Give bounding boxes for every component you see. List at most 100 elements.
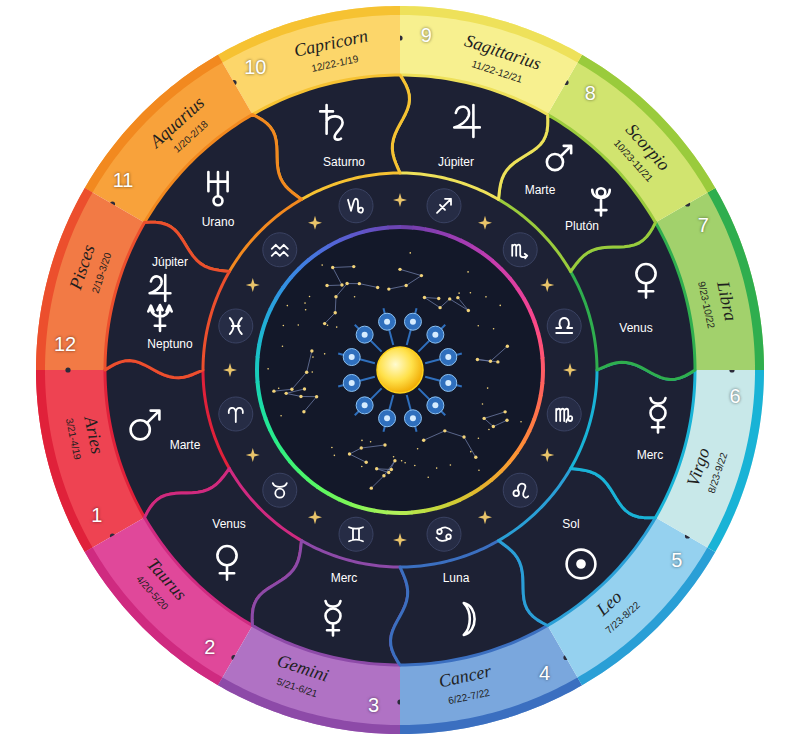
constellation-line — [424, 297, 468, 310]
star-dot — [404, 284, 407, 287]
planet-segment: Júpiter — [389, 72, 551, 203]
star-dot — [485, 296, 487, 298]
rainbow-arc — [411, 509, 425, 515]
sun-spoke — [355, 388, 382, 415]
planet-symbol — [217, 546, 236, 580]
star-dot — [476, 358, 479, 361]
segment-shape — [567, 359, 698, 521]
zodiac-glyph-stroke — [348, 199, 363, 213]
shape-group — [252, 541, 407, 665]
planet-name: Júpiter — [438, 156, 474, 168]
segment-fill — [105, 222, 229, 377]
planet-name: Júpiter — [152, 256, 188, 268]
zodiac-glyph — [273, 483, 287, 498]
rainbow-arc — [255, 381, 261, 395]
rainbow-arc — [349, 502, 363, 510]
planet-symbol-stroke — [214, 196, 223, 205]
star-dot — [331, 447, 333, 449]
zodiac-glyph-stroke — [436, 527, 451, 540]
segment-fill — [392, 75, 547, 199]
gold-star — [223, 363, 237, 377]
element-drop — [362, 332, 368, 338]
star-dot — [458, 292, 460, 294]
star-dot — [492, 425, 495, 428]
rainbow-arc — [447, 498, 461, 507]
star-dot — [282, 345, 284, 347]
sun-spoke — [355, 325, 382, 352]
star-dot — [496, 360, 499, 363]
planet-symbol-stroke — [150, 275, 171, 301]
planet-name: Saturno — [323, 156, 365, 168]
gold-star — [246, 448, 260, 462]
rainbow-arc — [260, 319, 268, 333]
house-number: 1 — [91, 505, 102, 525]
planet-symbol-stroke — [220, 565, 234, 579]
zodiac-glyph-stroke — [275, 489, 284, 498]
planet-symbol-stroke — [567, 550, 596, 579]
rainbow-arc — [532, 406, 540, 420]
star-dot — [352, 265, 355, 268]
star-dot — [437, 297, 440, 300]
element-drop — [432, 402, 438, 408]
star-dot — [302, 410, 305, 413]
star-dot — [327, 324, 329, 326]
rainbow-arc — [540, 357, 545, 371]
rainbow-arc — [424, 227, 438, 234]
star-dot — [505, 419, 508, 422]
rainbow-ring — [255, 225, 545, 515]
star-dot — [354, 296, 356, 298]
element-drop — [362, 402, 368, 408]
segment-shape — [249, 537, 411, 668]
star-dot — [423, 296, 426, 299]
planet-symbol-stroke — [639, 283, 653, 297]
star-dot — [284, 392, 287, 395]
element-disc — [379, 410, 396, 427]
house-number: 10 — [244, 57, 266, 77]
planet-name: Venus — [212, 518, 245, 530]
rainbow-arc — [263, 417, 272, 431]
zodiac-glyph — [513, 484, 528, 498]
constellation-line — [327, 267, 354, 286]
planet-symbol — [148, 305, 171, 331]
rainbow-arc — [257, 331, 264, 345]
glyph-disc — [503, 473, 537, 507]
sky-disc — [257, 227, 543, 513]
house-number: 2 — [204, 637, 215, 657]
star-dot — [482, 403, 484, 405]
zodiac-glyph-stroke — [518, 484, 528, 498]
constellation-line — [477, 346, 507, 362]
star-dot — [393, 456, 395, 458]
segment-fill — [252, 541, 407, 665]
star-dot — [323, 322, 326, 325]
rainbow-arc — [257, 394, 264, 408]
zodiac-glyph-stroke — [230, 318, 242, 334]
star-dot — [358, 282, 361, 285]
sun-disc — [377, 347, 423, 393]
planet-symbol — [150, 275, 171, 301]
star-dot — [482, 417, 485, 420]
star-dot — [493, 328, 495, 330]
glyph-disc — [219, 397, 253, 431]
gold-star — [478, 216, 492, 230]
star-dot — [487, 387, 489, 389]
planet-segment: Merc — [249, 537, 411, 668]
star-dot — [348, 452, 351, 455]
star-dot — [520, 421, 522, 423]
star-dot — [390, 468, 393, 471]
star-dot — [438, 306, 441, 309]
zodiac-glyph-ring — [219, 189, 581, 551]
planet-name: Plutón — [565, 220, 599, 232]
zodiac-glyph-stroke — [229, 408, 243, 422]
element-disc — [440, 374, 457, 391]
gold-star — [540, 278, 554, 292]
star-dot — [401, 460, 403, 462]
zodiac-glyph-stroke — [272, 245, 288, 256]
star-dot — [376, 286, 379, 289]
glyph-disc — [339, 189, 373, 223]
star-dot — [404, 462, 406, 464]
zodiac-glyph — [348, 199, 363, 213]
glyph-disc — [427, 517, 461, 551]
star-dot — [422, 439, 425, 442]
zodiac-glyph — [349, 527, 363, 541]
